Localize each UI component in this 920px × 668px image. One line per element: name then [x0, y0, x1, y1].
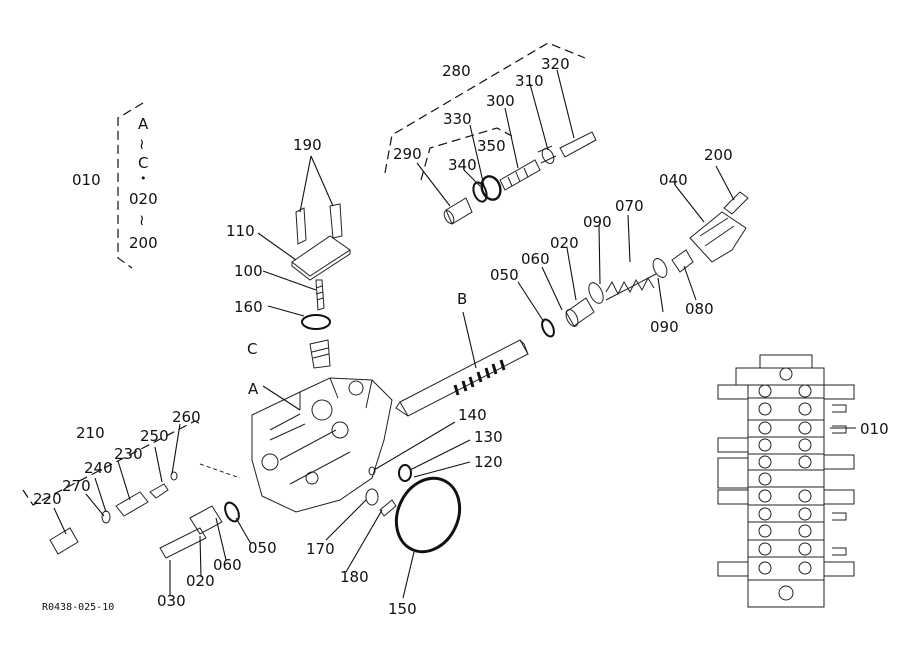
callout-b: B: [457, 290, 468, 308]
range-label-200: 200: [129, 234, 158, 252]
valve-stack-overview: [717, 354, 856, 608]
range-tilde-1: ≀: [139, 135, 145, 153]
range-bracket: [117, 102, 144, 269]
callout-050-lower: 050: [248, 539, 277, 557]
spool-assembly-280: [443, 131, 597, 225]
assembly-330-bracket: [420, 127, 513, 181]
callout-a: A: [248, 380, 259, 398]
callout-210: 210: [76, 424, 105, 442]
callout-180: 180: [340, 568, 369, 586]
range-dot: •: [140, 172, 147, 185]
callout-060-upper: 060: [521, 250, 550, 268]
callout-140: 140: [458, 406, 487, 424]
callout-330: 330: [443, 110, 472, 128]
right-spool-parts: [541, 191, 749, 338]
callout-190: 190: [293, 136, 322, 154]
callout-010-left: 010: [72, 171, 101, 189]
callout-150: 150: [388, 600, 417, 618]
callout-080: 080: [685, 300, 714, 318]
assembly-210-bracket: [22, 420, 203, 506]
callout-100: 100: [234, 262, 263, 280]
callout-030: 030: [157, 592, 186, 610]
assembly-280-bracket: [384, 42, 586, 174]
range-label-020: 020: [129, 190, 158, 208]
callout-040: 040: [659, 171, 688, 189]
range-label-c: C: [138, 154, 149, 172]
callout-280: 280: [442, 62, 471, 80]
callout-350: 350: [477, 137, 506, 155]
valve-body: [251, 377, 393, 513]
leader-lines: [53, 69, 735, 599]
callout-060-lower: 060: [213, 556, 242, 574]
callout-070: 070: [615, 197, 644, 215]
callout-270: 270: [62, 477, 91, 495]
callout-310: 310: [515, 72, 544, 90]
cover-plate-group: [291, 203, 351, 369]
callout-240: 240: [84, 459, 113, 477]
callout-300: 300: [486, 92, 515, 110]
callout-290: 290: [393, 145, 422, 163]
range-label-a: A: [138, 115, 149, 133]
assembly-210: [49, 463, 241, 555]
callout-020-upper: 020: [550, 234, 579, 252]
small-parts: [365, 464, 462, 554]
callout-200: 200: [704, 146, 733, 164]
callout-320: 320: [541, 55, 570, 73]
callout-090-upper: 090: [583, 213, 612, 231]
callout-220: 220: [33, 490, 62, 508]
callout-110: 110: [226, 222, 255, 240]
callout-120: 120: [474, 453, 503, 471]
figure-code: R0438-025-10: [42, 602, 115, 613]
callout-020-lower: 020: [186, 572, 215, 590]
callout-010-right: 010: [860, 420, 889, 438]
callout-260: 260: [172, 408, 201, 426]
callout-130: 130: [474, 428, 503, 446]
callout-c: C: [247, 340, 258, 358]
range-tilde-2: ≀: [139, 211, 145, 229]
main-spool: [395, 339, 529, 417]
callout-160: 160: [234, 298, 263, 316]
callout-340: 340: [448, 156, 477, 174]
lower-left-spool: [159, 501, 240, 559]
callout-170: 170: [306, 540, 335, 558]
callout-230: 230: [114, 445, 143, 463]
callout-050-upper: 050: [490, 266, 519, 284]
callout-090-lower: 090: [650, 318, 679, 336]
callout-250: 250: [140, 427, 169, 445]
